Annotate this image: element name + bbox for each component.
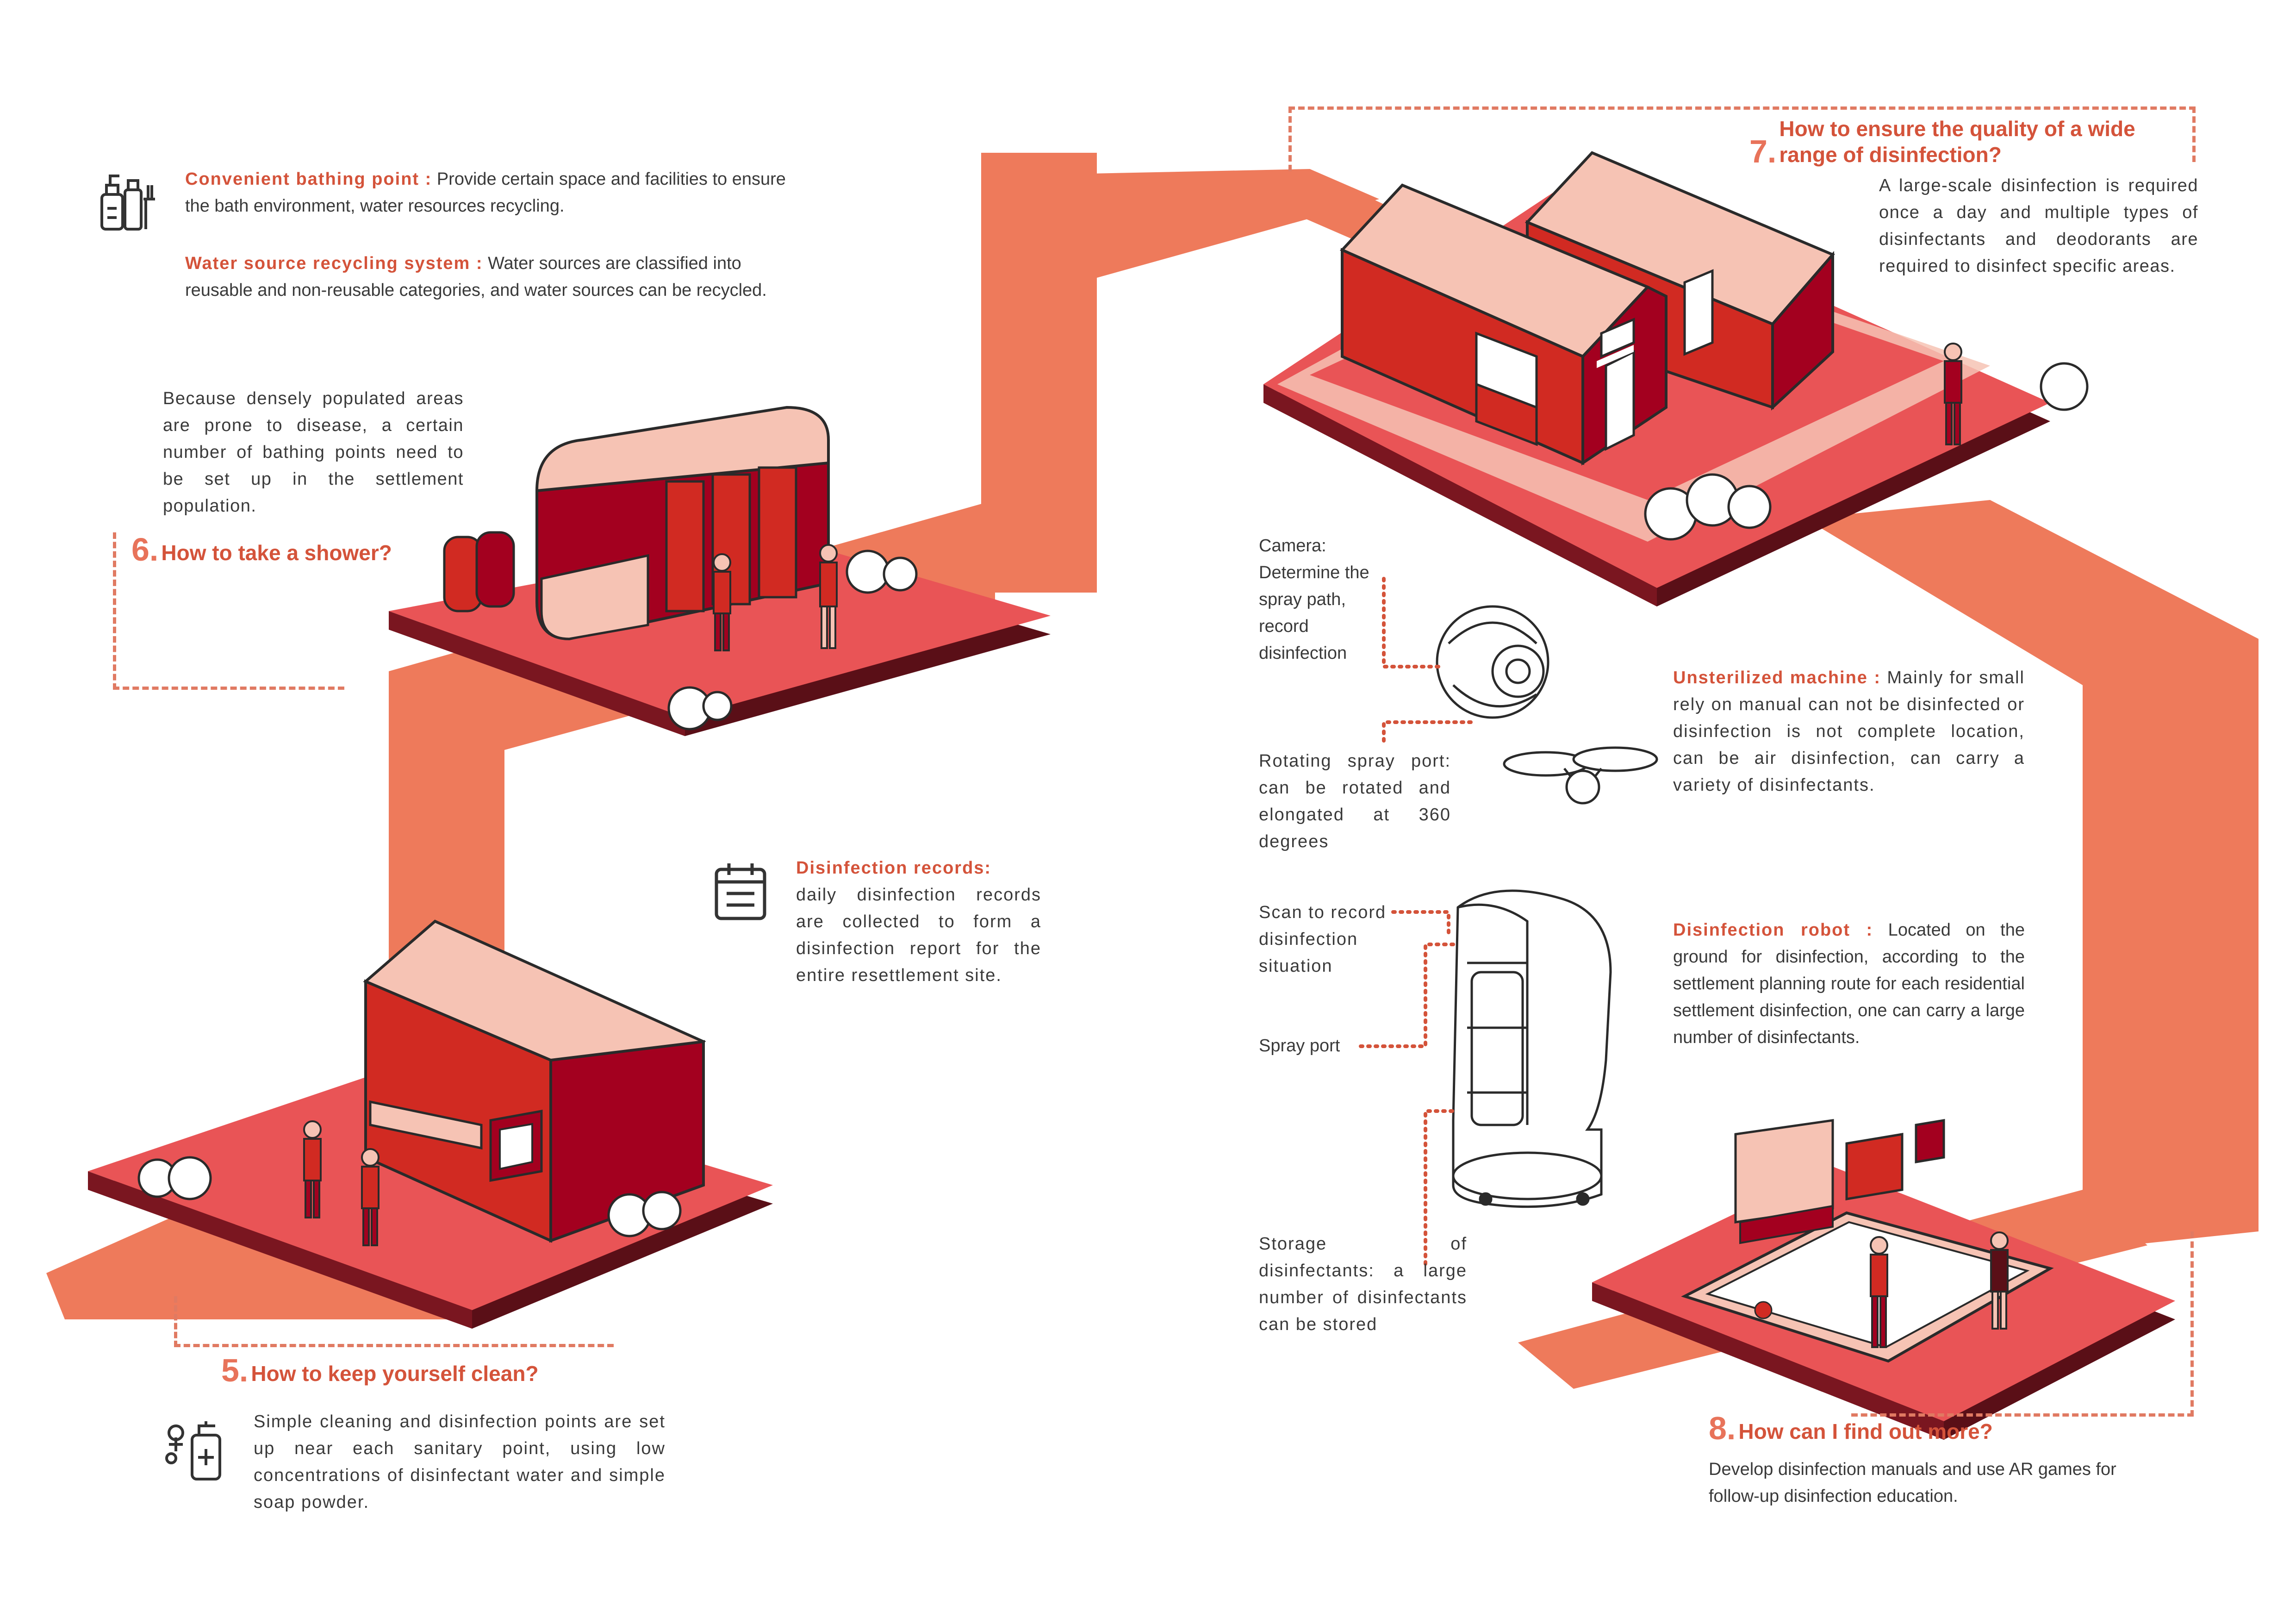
question-7: 7. How to ensure the quality of a wide r… bbox=[1749, 116, 2135, 168]
frame-6 bbox=[113, 532, 344, 690]
calendar-icon bbox=[713, 861, 768, 921]
question-8-text: How can I find out more? bbox=[1738, 1419, 1993, 1443]
ar-platform bbox=[1592, 1119, 2175, 1440]
shower-platform bbox=[389, 406, 1051, 736]
number-7: 7. bbox=[1749, 133, 1777, 169]
disinfection-robot-title: Disinfection robot : bbox=[1673, 920, 1873, 940]
spray-port-label: Spray port bbox=[1259, 1036, 1340, 1056]
bathing-point-text: Convenient bathing point : Provide certa… bbox=[185, 166, 787, 219]
question-5-text: How to keep yourself clean? bbox=[251, 1362, 539, 1386]
leader-lines bbox=[1359, 577, 1474, 1266]
drone-illustration bbox=[1436, 605, 1658, 805]
question-5: 5. How to keep yourself clean? bbox=[221, 1354, 539, 1387]
bath-products-icon bbox=[97, 167, 157, 231]
disinfection-robot-text: Disinfection robot : Located on the grou… bbox=[1673, 917, 2025, 1051]
frame-7-right bbox=[2192, 106, 2199, 162]
records-title: Disinfection records: bbox=[796, 858, 992, 878]
question-6: 6. How to take a shower? bbox=[131, 533, 392, 566]
shower-intro: Because densely populated areas are pron… bbox=[163, 389, 464, 516]
bathing-point-body: Provide certain space and facilities to … bbox=[185, 169, 786, 216]
wash-platform bbox=[88, 919, 773, 1329]
number-8: 8. bbox=[1709, 1410, 1736, 1446]
question-7-line2: range of disinfection? bbox=[1779, 143, 2002, 167]
question-8: 8. How can I find out more? bbox=[1709, 1412, 1993, 1444]
question-6-text: How to take a shower? bbox=[161, 541, 392, 565]
section-5-body: Simple cleaning and disinfection points … bbox=[254, 1412, 666, 1512]
number-5: 5. bbox=[221, 1352, 249, 1388]
hand-sanitizer-icon bbox=[162, 1417, 227, 1481]
robot-illustration bbox=[1452, 889, 1612, 1208]
section-8-body: Develop disinfection manuals and use AR … bbox=[1709, 1460, 2116, 1506]
section-7-body: A large-scale disinfection is required o… bbox=[1879, 176, 2198, 276]
scan-label: Scan to record disinfection situation bbox=[1259, 903, 1387, 976]
frame-5 bbox=[174, 1296, 614, 1347]
records-text: Disinfection records: daily disinfection… bbox=[796, 855, 1041, 989]
storage-label: Storage of disinfectants: a large number… bbox=[1259, 1234, 1467, 1334]
water-recycling-title: Water source recycling system : bbox=[185, 254, 483, 273]
unsterilized-machine-body: Mainly for small rely on manual can not … bbox=[1673, 668, 2025, 795]
question-7-text: How to ensure the quality of a wide rang… bbox=[1779, 116, 2135, 168]
disinfection-robot-body: Located on the ground for disinfection, … bbox=[1673, 920, 2025, 1047]
unsterilized-machine-text: Unsterilized machine : Mainly for small … bbox=[1673, 664, 2025, 799]
houses-platform bbox=[1263, 151, 2089, 606]
camera-label: Camera: Determine the spray path, record… bbox=[1259, 536, 1369, 663]
unsterilized-machine-title: Unsterilized machine : bbox=[1673, 668, 1881, 687]
records-body: daily disinfection records are collected… bbox=[796, 885, 1041, 985]
water-recycling-body: Water sources are classified into reusab… bbox=[185, 254, 767, 300]
frame-7 bbox=[1288, 106, 2196, 171]
water-recycling-text: Water source recycling system : Water so… bbox=[185, 250, 787, 304]
question-7-line1: How to ensure the quality of a wide bbox=[1779, 117, 2135, 141]
rotating-port-label: Rotating spray port: can be rotated and … bbox=[1259, 751, 1451, 851]
bathing-point-title: Convenient bathing point : bbox=[185, 169, 432, 189]
number-6: 6. bbox=[131, 531, 159, 568]
frame-8 bbox=[1851, 1231, 2194, 1417]
